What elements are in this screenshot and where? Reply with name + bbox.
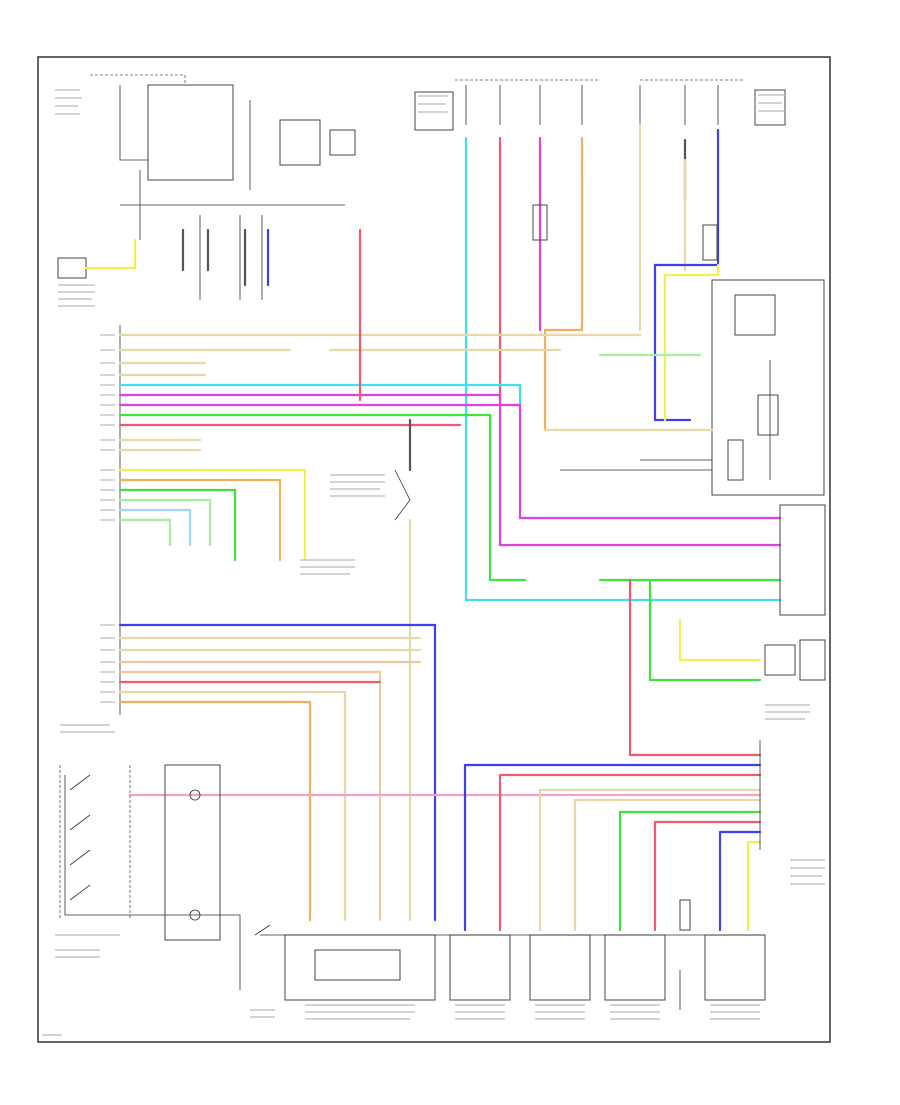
- lower-right-wires: [463, 740, 762, 932]
- bottom-modules: [260, 934, 766, 1010]
- right-control-module: [543, 279, 826, 681]
- top-left-fuse-block: [57, 74, 356, 300]
- top-center-fuse-strip: [414, 79, 786, 131]
- cruise-switch-block: [59, 764, 271, 990]
- label-marks: [42, 89, 825, 1036]
- top-vertical-wires: [464, 123, 782, 602]
- lower-bus-wires: [118, 623, 762, 922]
- center-switch: [394, 418, 412, 922]
- horizontal-bus-wires: [118, 228, 782, 757]
- diagram-border: [37, 56, 831, 1043]
